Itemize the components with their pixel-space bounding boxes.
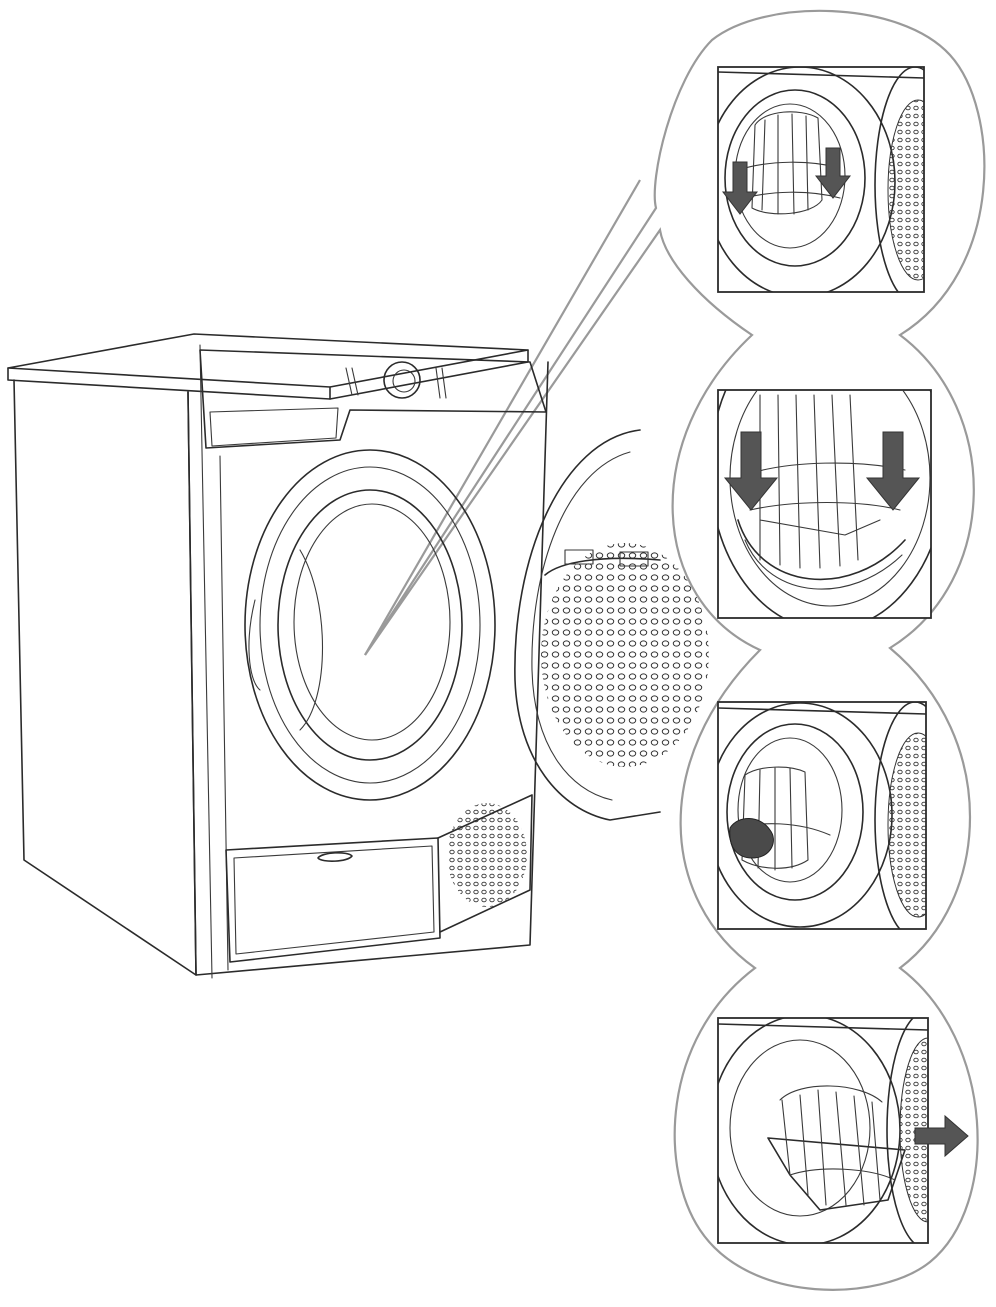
shoe-icon [729,818,774,859]
dryer-body [7,333,549,979]
arrow-right-icon [914,1114,969,1158]
step-3-panel [717,701,927,930]
arrow-down-icon [814,147,852,199]
vent-grille [447,803,527,907]
drawer-handle [317,852,353,862]
step-4-panel [717,1017,929,1244]
step-1-panel [717,66,925,293]
drum-opening [244,449,496,801]
control-knob [383,361,421,399]
callout-outline [364,9,986,1291]
step-2-panel [717,389,932,619]
arrow-down-icon [721,161,759,215]
arrow-down-icon [723,431,779,511]
open-door [514,429,709,821]
arrow-down-icon [865,431,921,511]
